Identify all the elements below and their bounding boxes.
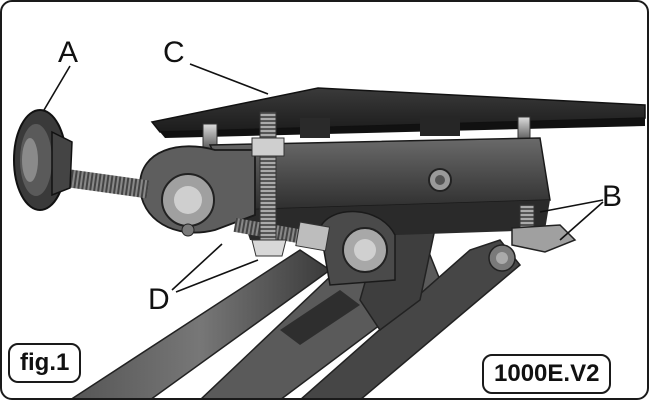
right-adjusters [488, 204, 577, 272]
side-bracket [139, 145, 256, 237]
callout-a: A [58, 36, 79, 69]
height-screw [251, 111, 287, 257]
leader-d-left [171, 243, 223, 291]
callout-b: B [602, 180, 623, 213]
leader-lines [43, 63, 604, 293]
leader-b-upper [539, 199, 604, 213]
top-plate [150, 87, 646, 138]
leader-b-lower [559, 201, 604, 241]
center-pivot [295, 210, 396, 286]
callout-d: D [148, 283, 170, 316]
leader-a [43, 65, 71, 111]
star-knob [13, 109, 73, 211]
leader-d-right [175, 259, 259, 293]
model-label: 1000E.V2 [482, 354, 612, 394]
plate-studs [202, 116, 531, 151]
figure-label: fig.1 [8, 343, 82, 383]
callout-c: C [163, 36, 185, 69]
leader-c [189, 63, 269, 95]
